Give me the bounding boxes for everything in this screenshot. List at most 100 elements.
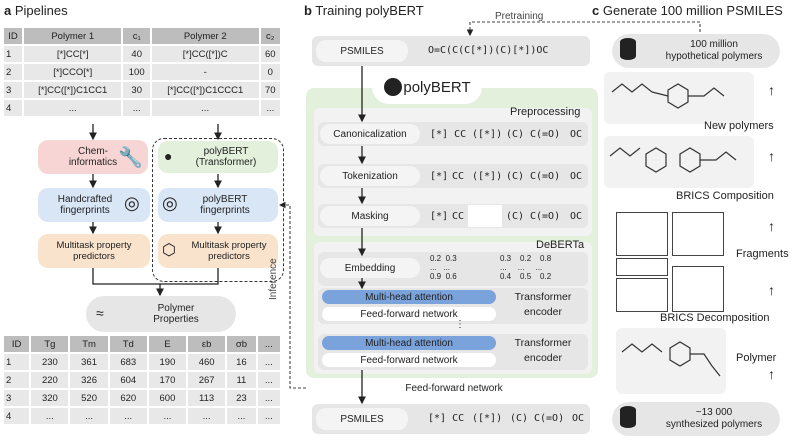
table-cell: ...: [257, 390, 280, 406]
table-cell: 460: [188, 354, 226, 370]
token: (C): [506, 129, 525, 140]
table-cell: 230: [31, 354, 69, 370]
table-cell: 100: [123, 64, 150, 80]
arrow-up-icon: ↑: [768, 82, 775, 98]
table-cell: 620: [109, 390, 147, 406]
token: C(=O): [534, 413, 565, 424]
polybert-transformer-label: polyBERT (Transformer): [195, 146, 257, 168]
canonicalization-box: Canonicalization: [320, 124, 420, 144]
pretraining-connector: [466, 21, 701, 37]
embedding-value: 0.3: [445, 254, 457, 263]
table-cell: 361: [70, 354, 108, 370]
transformer-encoder-label: Transformer encoder: [514, 337, 572, 364]
panel-c-title: c Generate 100 million PSMILES: [592, 3, 783, 18]
column-header: c₂: [260, 28, 280, 44]
molecule-line: [609, 147, 641, 157]
embedding-value: 0.2: [430, 254, 442, 263]
psmiles-bottom-label: PSMILES: [340, 413, 384, 425]
panel-letter: a: [4, 3, 12, 18]
merge-line: [92, 268, 219, 285]
inference-connector: [278, 201, 306, 389]
chem-informatics-box: Chem- informatics: [38, 140, 148, 174]
ffn-label: Feed-forward network: [360, 308, 458, 320]
column-header: E: [148, 336, 187, 352]
embedding-value: 0.2: [520, 254, 532, 263]
embedding-value: ...: [535, 263, 543, 272]
polybert-transformer-box: polyBERT (Transformer): [158, 141, 278, 173]
masking-label: Masking: [351, 210, 389, 222]
table-cell: ...: [227, 408, 256, 424]
table-cell: 2: [4, 64, 22, 80]
brics-decomposition-label: BRICS Decomposition: [660, 312, 770, 324]
table-cell: ...: [123, 100, 150, 116]
embedding-values-1: 0.2 0.3 ... ... 0.9 0.6: [430, 254, 457, 281]
feed-forward-2: Feed-forward network: [322, 353, 496, 367]
ellipsis-vertical: ⋮: [455, 319, 465, 330]
table-cell: 70: [260, 82, 280, 98]
panel-letter: b: [304, 3, 312, 18]
database-icon: [620, 38, 636, 60]
panel-a-title-text: Pipelines: [14, 3, 68, 18]
multi-head-attention-1: Multi-head attention: [322, 290, 496, 304]
table-cell: [*]CCO[*]: [23, 64, 122, 80]
table-cell: ...: [70, 408, 108, 424]
hypothetical-label: 100 million hypothetical polymers: [665, 39, 763, 62]
transformer-encoder-label: Transformer encoder: [514, 291, 572, 318]
molecule-line: [690, 353, 721, 377]
table-cell: 0: [260, 64, 280, 80]
polybert-label: polyBERT: [403, 78, 471, 96]
fragment-3: [616, 258, 668, 276]
token: CC: [452, 171, 465, 182]
psmiles-top-label: PSMILES: [340, 45, 384, 57]
table-cell: 220: [31, 372, 69, 388]
table-cell: 170: [148, 372, 187, 388]
molecule-line: [651, 91, 669, 97]
column-header: Tg: [31, 336, 69, 352]
tokenization-label: Tokenization: [342, 170, 398, 182]
table-cell: 520: [70, 390, 108, 406]
table-cell: 3: [4, 82, 22, 98]
multitask-predictors-left: Multitask property predictors: [38, 234, 150, 268]
fingerprint-icon: ◎: [124, 193, 140, 213]
table-cell: 60: [260, 46, 280, 62]
table-cell: 683: [109, 354, 147, 370]
table-cell: 113: [188, 390, 226, 406]
table-row: 4............: [4, 100, 280, 116]
multi-head-attention-2: Multi-head attention: [322, 336, 496, 350]
table-cell: ...: [260, 100, 280, 116]
table-cell: ...: [31, 408, 69, 424]
table-cell: 320: [31, 390, 69, 406]
column-header: ...: [257, 336, 280, 352]
table-cell: [*]CC[*]: [23, 46, 122, 62]
fragment-2: [672, 212, 724, 256]
table-cell: 30: [123, 82, 150, 98]
table-cell: 2: [4, 372, 30, 388]
synthesized-label: ~13 000 synthesized polymers: [665, 407, 763, 430]
polymer-properties-box: Polymer Properties: [86, 296, 236, 332]
token: OC: [570, 129, 583, 140]
column-header: σb: [227, 336, 256, 352]
database-icon: [620, 406, 636, 428]
column-header: ID: [4, 336, 30, 352]
token: [*]: [430, 171, 449, 182]
table-cell: 4: [4, 100, 22, 116]
token: C(=O): [530, 129, 561, 140]
table-cell: [*]CC([*])C1CCC1: [151, 82, 259, 98]
fragment-4: [616, 278, 668, 312]
table-cell: ...: [188, 408, 226, 424]
multitask-left-label: Multitask property predictors: [56, 240, 132, 262]
benzene-ring: [645, 147, 667, 173]
mask-gap: [468, 205, 502, 227]
token: ([*]): [472, 171, 503, 182]
embedding-value: ...: [517, 263, 525, 272]
table-cell: ...: [151, 100, 259, 116]
table-cell: 190: [148, 354, 187, 370]
new-polymers-label: New polymers: [704, 120, 774, 132]
table-cell: [*]CC([*])C: [151, 46, 259, 62]
arrow-up-icon: ↑: [768, 282, 775, 298]
dashed-connectors: [278, 21, 701, 389]
token: [*] CC: [430, 129, 467, 140]
table-cell: 600: [148, 390, 187, 406]
